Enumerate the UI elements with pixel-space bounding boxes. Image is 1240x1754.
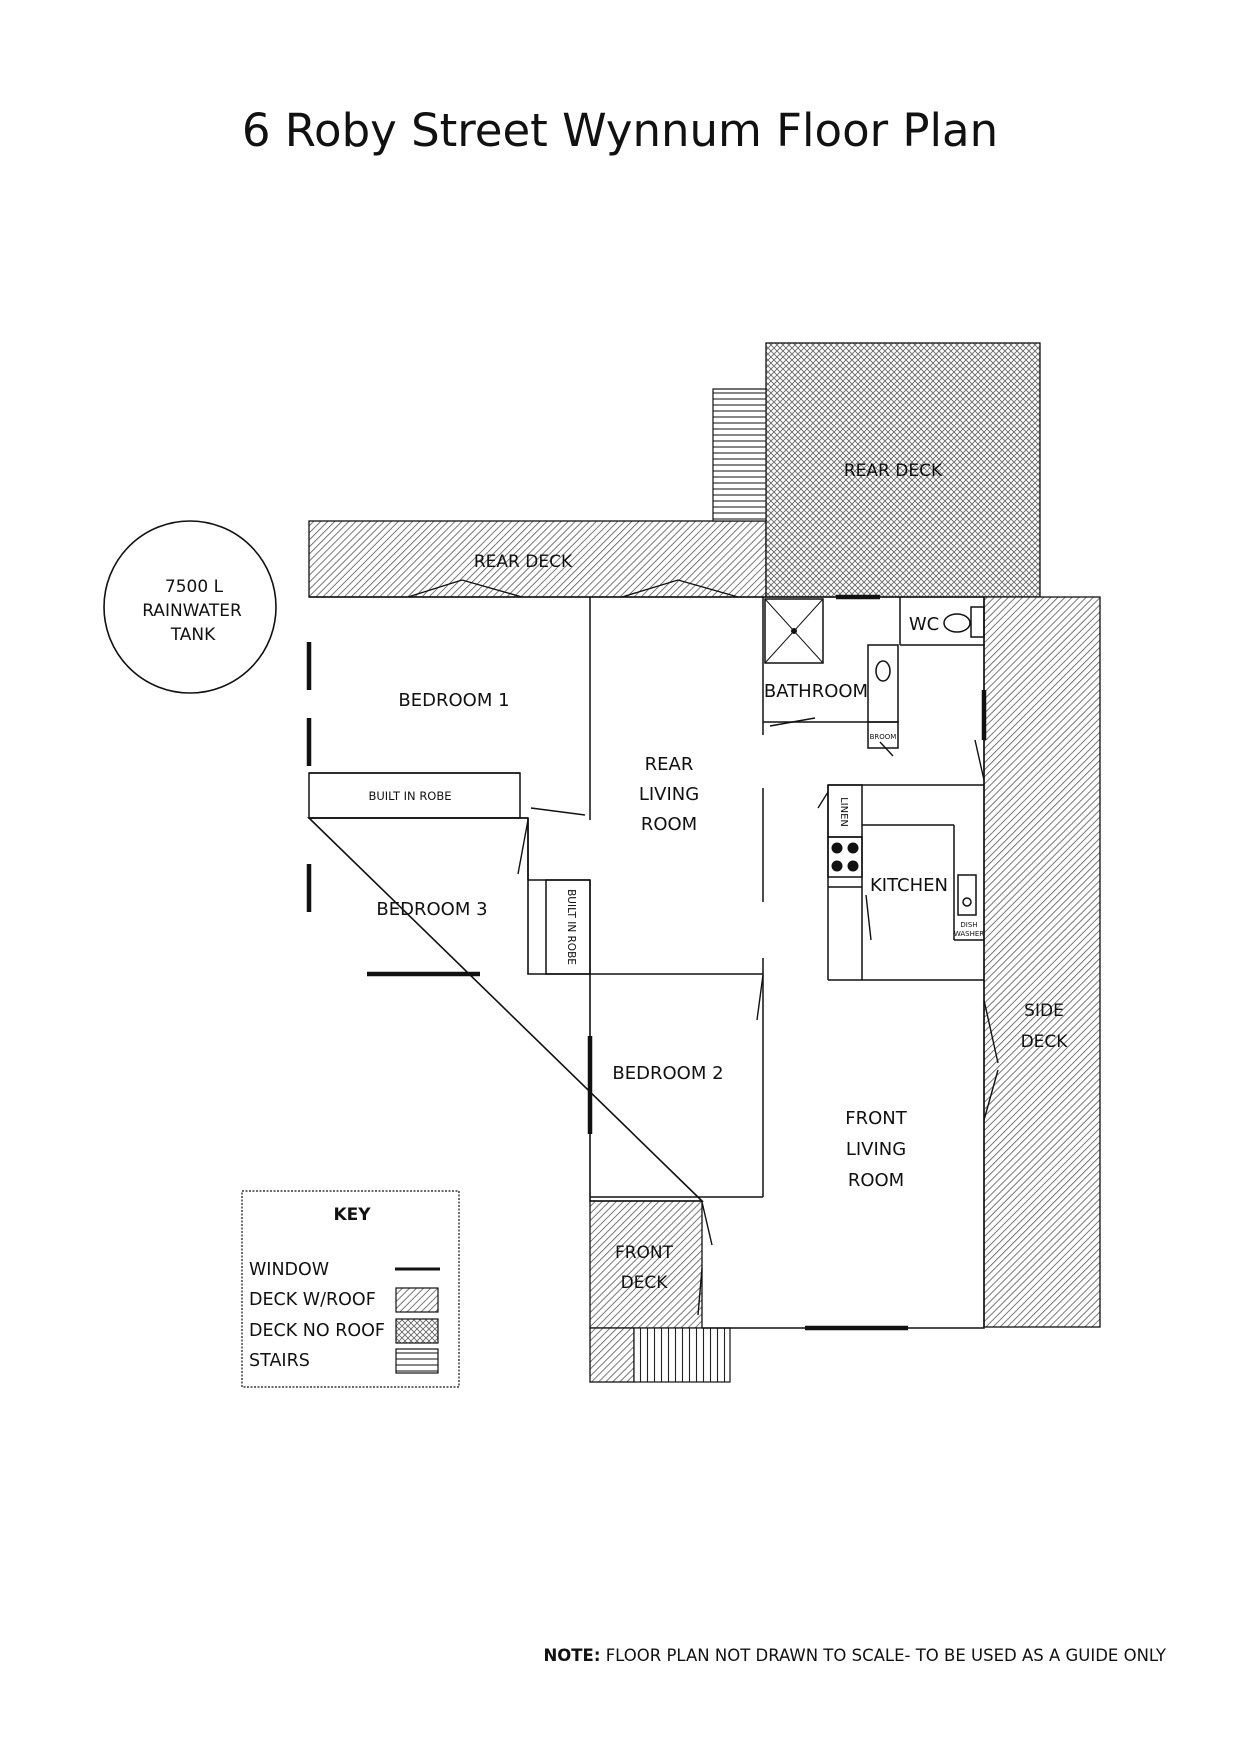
dishwasher-label-line2: WASHER xyxy=(954,930,984,938)
front-living-label-line2: LIVING xyxy=(846,1139,906,1160)
rear-stairs xyxy=(712,388,767,522)
note-text: FLOOR PLAN NOT DRAWN TO SCALE- TO BE USE… xyxy=(605,1646,1166,1665)
tank-label-line3: TANK xyxy=(170,625,216,645)
dishwasher-label-line1: DISH xyxy=(960,921,977,929)
side-deck: SIDE DECK xyxy=(983,596,1101,1328)
rear-deck-left-label: REAR DECK xyxy=(474,552,573,572)
legend-label-deck-roof: DECK W/ROOF xyxy=(249,1290,376,1310)
front-living-label-line3: ROOM xyxy=(848,1170,904,1191)
doors xyxy=(407,579,999,1316)
bathroom-label: BATHROOM xyxy=(764,681,868,702)
front-deck-label-line2: DECK xyxy=(621,1273,669,1293)
rear-deck-right-label: REAR DECK xyxy=(844,461,943,481)
note-label: NOTE: xyxy=(543,1646,601,1665)
wc-label: WC xyxy=(909,614,939,635)
legend-symbol-stairs xyxy=(395,1348,439,1374)
rear-deck-left: REAR DECK xyxy=(308,520,767,598)
legend-label-deck-no-roof: DECK NO ROOF xyxy=(249,1321,385,1341)
footer-note: NOTE: FLOOR PLAN NOT DRAWN TO SCALE- TO … xyxy=(543,1646,1166,1665)
front-living-label-line1: FRONT xyxy=(845,1108,907,1129)
broom-label: BROOM xyxy=(870,733,897,741)
legend-title: KEY xyxy=(333,1205,371,1225)
tank-label-line1: 7500 L xyxy=(165,577,224,597)
bedroom-3-label: BEDROOM 3 xyxy=(376,899,487,920)
stove-burners xyxy=(831,842,859,872)
page-title: 6 Roby Street Wynnum Floor Plan xyxy=(242,104,998,157)
windows xyxy=(306,594,987,1331)
kitchen-label: KITCHEN xyxy=(870,875,948,896)
bedroom-2-label: BEDROOM 2 xyxy=(612,1063,723,1084)
legend-label-window: WINDOW xyxy=(249,1260,329,1280)
rear-living-label-line2: LIVING xyxy=(639,784,699,805)
rear-deck-right: REAR DECK xyxy=(765,342,1041,598)
built-in-robe-1-label: BUILT IN ROBE xyxy=(368,789,451,803)
legend-symbol-deck-no-roof xyxy=(395,1318,439,1344)
bedroom-1-label: BEDROOM 1 xyxy=(398,690,509,711)
legend-symbol-deck-roof xyxy=(395,1287,439,1313)
built-in-robe-3-label: BUILT IN ROBE xyxy=(565,889,577,965)
side-deck-label-line2: DECK xyxy=(1021,1032,1069,1052)
tank-label-line2: RAINWATER xyxy=(142,601,242,621)
front-stairs xyxy=(633,1327,731,1383)
rear-living-label-line3: ROOM xyxy=(641,814,697,835)
front-deck: FRONT DECK xyxy=(589,1200,703,1383)
legend: KEY WINDOW DECK W/ROOF DECK NO ROOF STAI… xyxy=(241,1190,460,1388)
rainwater-tank: 7500 L RAINWATER TANK xyxy=(103,520,277,694)
shower-drain xyxy=(791,628,797,634)
side-deck-label-line1: SIDE xyxy=(1024,1001,1064,1021)
rear-living-label-line1: REAR xyxy=(645,754,694,775)
legend-label-stairs: STAIRS xyxy=(249,1351,310,1371)
linen-label: LINEN xyxy=(838,797,849,827)
front-deck-label-line1: FRONT xyxy=(615,1243,674,1263)
